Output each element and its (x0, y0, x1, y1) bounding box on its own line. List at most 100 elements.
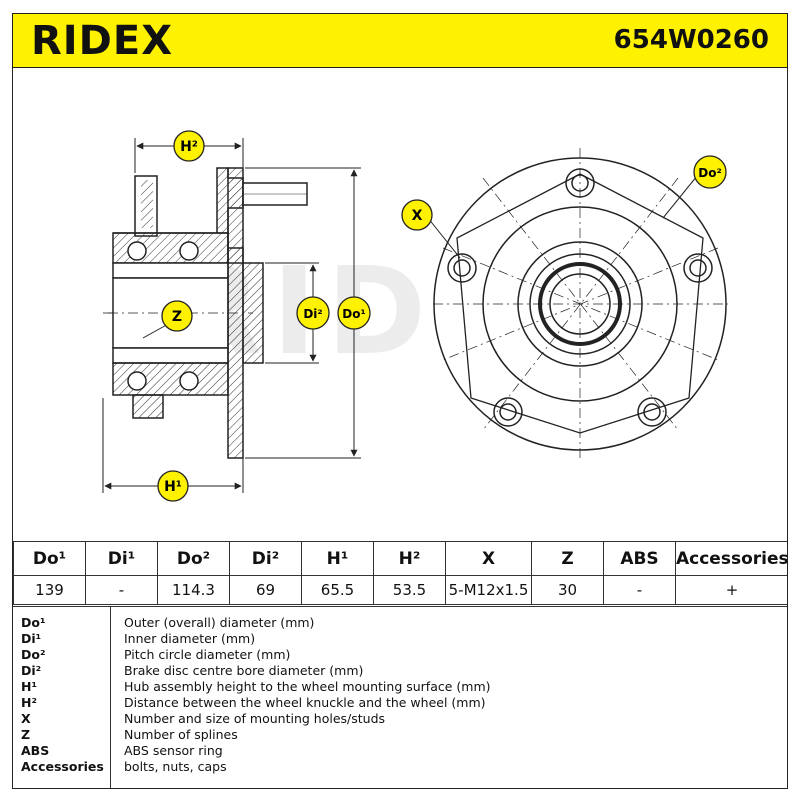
legend-code: Di¹ (21, 631, 42, 646)
spec-table: Do¹ Di¹ Do² Di² H¹ H² X Z ABS Accessorie… (13, 541, 787, 605)
badge-do1: Do¹ (337, 296, 371, 330)
centre-line-6 (442, 247, 719, 361)
legend: Do¹ Outer (overall) diameter (mm) Di¹ In… (13, 606, 787, 788)
badge-z-text: Z (172, 309, 182, 325)
lower-flange (132, 394, 164, 419)
badge-h1-text: H¹ (164, 479, 182, 495)
legend-row: Do² Pitch circle diameter (mm) (13, 647, 787, 663)
part-number: 654W0260 (613, 25, 769, 55)
brand-logo: RIDEX (31, 18, 174, 64)
legend-desc: Distance between the wheel knuckle and t… (124, 695, 486, 710)
legend-code: Di² (21, 663, 42, 678)
spec-header: Accessories (675, 541, 787, 576)
badge-z: Z (161, 300, 193, 332)
legend-code: Z (21, 727, 31, 742)
legend-row: Accessories bolts, nuts, caps (13, 759, 787, 775)
badge-h2: H² (173, 130, 205, 162)
badge-di2-text: Di² (303, 307, 322, 321)
stud-hole-right-inner (689, 259, 707, 277)
upper-ball-left (127, 241, 147, 261)
legend-code: X (21, 711, 31, 726)
legend-desc: Number and size of mounting holes/studs (124, 711, 386, 726)
legend-row: Do¹ Outer (overall) diameter (mm) (13, 615, 787, 631)
spec-value: 139 (13, 575, 86, 605)
badge-do2: Do² (693, 155, 727, 189)
badge-h2-text: H² (180, 139, 198, 155)
spec-header: X (445, 541, 532, 576)
hub-lower-wall (112, 347, 229, 364)
stud-hole-left-inner (453, 259, 471, 277)
spec-value: + (675, 575, 787, 605)
legend-divider (110, 607, 112, 788)
front-view (427, 148, 728, 460)
legend-row: H¹ Hub assembly height to the wheel moun… (13, 679, 787, 695)
stud-hole-left (447, 253, 477, 283)
legend-row: H² Distance between the wheel knuckle an… (13, 695, 787, 711)
spec-header: Do² (157, 541, 230, 576)
side-section-view (103, 167, 308, 459)
spec-value: 65.5 (301, 575, 374, 605)
centre-lines (433, 148, 728, 460)
spec-header-row: Do¹ Di¹ Do² Di² H¹ H² X Z ABS Accessorie… (13, 541, 787, 576)
lower-ball-right (179, 371, 199, 391)
legend-desc: ABS sensor ring (124, 743, 223, 758)
legend-row: Di¹ Inner diameter (mm) (13, 631, 787, 647)
legend-code: Do¹ (21, 615, 46, 630)
legend-desc: Inner diameter (mm) (124, 631, 256, 646)
mounting-disc (227, 167, 244, 459)
x-leader (427, 217, 461, 259)
legend-code: ABS (21, 743, 50, 758)
legend-row: X Number and size of mounting holes/stud… (13, 711, 787, 727)
lower-ball-left (127, 371, 147, 391)
centre-line-3 (482, 177, 679, 431)
do2-leader (662, 175, 698, 219)
spec-header: Di¹ (85, 541, 158, 576)
pilot-ring (242, 262, 264, 364)
spec-value: - (85, 575, 158, 605)
legend-desc: Hub assembly height to the wheel mountin… (124, 679, 491, 694)
header-bar: RIDEX 654W0260 (13, 14, 787, 68)
spec-value: 53.5 (373, 575, 446, 605)
spec-header: Di² (229, 541, 302, 576)
badge-x-text: X (412, 208, 423, 224)
badge-do1-text: Do¹ (342, 307, 365, 321)
spec-value: 114.3 (157, 575, 230, 605)
stud-hole-bottom-right-inner (643, 403, 661, 421)
legend-row: Z Number of splines (13, 727, 787, 743)
centre-line-4 (482, 177, 679, 431)
spec-value: - (603, 575, 676, 605)
legend-code: Do² (21, 647, 46, 662)
spec-value: 30 (531, 575, 604, 605)
legend-desc: Outer (overall) diameter (mm) (124, 615, 315, 630)
legend-desc: Pitch circle diameter (mm) (124, 647, 291, 662)
legend-row: Di² Brake disc centre bore diameter (mm) (13, 663, 787, 679)
spec-header: ABS (603, 541, 676, 576)
technical-drawing: RIDEX (102, 130, 728, 502)
legend-code: H² (21, 695, 37, 710)
badge-x: X (401, 199, 433, 231)
legend-row: ABS ABS sensor ring (13, 743, 787, 759)
spec-header: Do¹ (13, 541, 86, 576)
upper-flange-hatch (141, 180, 153, 228)
badge-do2-text: Do² (698, 166, 721, 180)
legend-code: Accessories (21, 759, 104, 774)
spec-value: 5-M12x1.5 (445, 575, 532, 605)
stud-hole-bottom-left-inner (499, 403, 517, 421)
legend-desc: bolts, nuts, caps (124, 759, 227, 774)
product-sheet: RIDEX 654W0260 RIDEX (12, 13, 788, 789)
spec-value: 69 (229, 575, 302, 605)
legend-code: H¹ (21, 679, 37, 694)
spec-header: Z (531, 541, 604, 576)
upper-ball-right (179, 241, 199, 261)
stud-hole-bottom-right (637, 397, 667, 427)
stud-hole-right (683, 253, 713, 283)
hub-upper-wall (112, 262, 229, 279)
stud-hole-bottom-left (493, 397, 523, 427)
spec-value-row: 139 - 114.3 69 65.5 53.5 5-M12x1.5 30 - … (13, 575, 787, 605)
spec-header: H¹ (301, 541, 374, 576)
badge-h1: H¹ (157, 470, 189, 502)
legend-desc: Number of splines (124, 727, 238, 742)
badge-di2: Di² (296, 296, 330, 330)
spec-header: H² (373, 541, 446, 576)
legend-desc: Brake disc centre bore diameter (mm) (124, 663, 364, 678)
